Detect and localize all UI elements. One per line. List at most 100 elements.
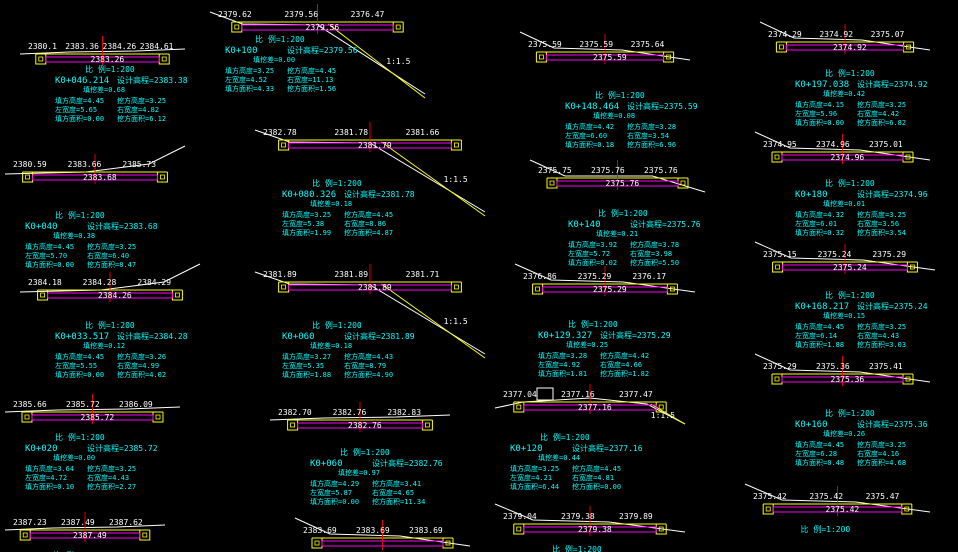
fill-height-label: 填方高度=4.45 xyxy=(795,440,844,449)
left-ditch-inner xyxy=(314,540,320,546)
ground-elevation-label: 2375.64 xyxy=(631,40,665,49)
fill-area-label: 填方面积=0.10 xyxy=(25,482,74,491)
right-ditch-inner xyxy=(424,422,430,428)
right-width-label: 右宽度=6.40 xyxy=(87,251,129,260)
fill-height-label: 填方高度=4.29 xyxy=(310,479,359,488)
left-ditch-inner xyxy=(38,56,44,62)
ground-elevation-label: 2381.89 xyxy=(334,270,368,279)
left-width-label: 左宽度=5.72 xyxy=(568,249,610,258)
design-elevation-label: 设计高程=2375.59 xyxy=(627,101,698,111)
scale-label: 比 例=1:200 xyxy=(825,178,875,188)
cut-height-label: 挖方高度=3.25 xyxy=(857,210,906,219)
fill-area-label: 填方面积=0.00 xyxy=(55,370,104,379)
design-elevation-label: 设计高程=2383.38 xyxy=(117,75,188,85)
left-ditch-inner xyxy=(290,422,296,428)
ground-elevation-label: 2384.26 xyxy=(103,42,137,51)
elevation-diff-label: 填挖差=0.15 xyxy=(823,311,865,320)
ground-elevation-label: 2375.29 xyxy=(763,362,797,371)
cut-area-label: 挖方面积=6.82 xyxy=(857,118,906,127)
right-width-label: 右宽度=4.65 xyxy=(372,488,414,497)
ground-elevation-label: 2374.29 xyxy=(768,30,802,39)
ground-elevation-label: 2375.01 xyxy=(869,140,903,149)
elevation-diff-label: 填挖差=0.08 xyxy=(593,111,635,120)
right-width-label: 右宽度=4.43 xyxy=(857,331,899,340)
fill-height-label: 填方高度=4.42 xyxy=(565,122,614,131)
ground-elevation-label: 2376.86 xyxy=(523,272,557,281)
cut-height-label: 挖方高度=4.43 xyxy=(344,352,393,361)
scale-label: 比 例=1:200 xyxy=(85,320,135,330)
ground-elevation-label: 2375.42 xyxy=(753,492,787,501)
left-ditch-inner xyxy=(539,54,544,60)
left-width-label: 左宽度=6.60 xyxy=(565,131,607,140)
cut-area-label: 挖方面积=0.00 xyxy=(572,482,621,491)
fill-area-label: 填方面积=0.00 xyxy=(25,260,74,269)
center-elevation-label: 2379.38 xyxy=(578,525,612,534)
right-ditch-inner xyxy=(395,24,401,30)
ground-elevation-label: 2384.61 xyxy=(140,42,174,51)
ground-elevation-label: 2381.78 xyxy=(334,128,368,137)
ground-elevation-label: 2383.36 xyxy=(65,42,99,51)
scale-label: 比 例=1:200 xyxy=(598,208,648,218)
ground-elevation-label: 2374.96 xyxy=(816,140,850,149)
cut-area-label: 挖方面积=2.27 xyxy=(87,482,136,491)
design-elevation-label: 设计高程=2375.24 xyxy=(857,301,928,311)
ground-line xyxy=(254,271,486,355)
right-ditch-inner xyxy=(905,154,911,160)
left-width-label: 左宽度=6.14 xyxy=(795,331,837,340)
ground-elevation-label: 2375.07 xyxy=(871,30,905,39)
left-ditch-inner xyxy=(774,376,780,382)
right-width-label: 右宽度=3.98 xyxy=(630,249,672,258)
station-label: K0+140 xyxy=(568,220,601,230)
right-ditch-inner xyxy=(445,540,451,546)
station-label: K0+100 xyxy=(225,46,258,56)
fill-height-label: 填方高度=4.45 xyxy=(25,242,74,251)
center-elevation-label: 2375.24 xyxy=(833,263,867,272)
design-elevation-label: 设计高程=2374.92 xyxy=(857,79,928,89)
cut-area-label: 挖方面积=1.56 xyxy=(287,84,336,93)
fill-area-label: 填方面积=6.44 xyxy=(510,482,559,491)
fill-area-label: 填方面积=4.33 xyxy=(225,84,274,93)
ground-elevation-label: 2382.70 xyxy=(278,408,312,417)
ground-elevation-label: 2377.16 xyxy=(561,390,595,399)
ground-elevation-label: 2375.59 xyxy=(579,40,613,49)
cut-height-label: 挖方高度=4.45 xyxy=(572,464,621,473)
cut-area-label: 挖方面积=4.02 xyxy=(117,370,166,379)
cut-height-label: 挖方高度=3.28 xyxy=(627,122,676,131)
right-width-label: 右宽度=3.54 xyxy=(627,131,669,140)
station-label: K0+033.517 xyxy=(55,332,109,342)
station-label: K0+060 xyxy=(310,459,343,469)
center-elevation-label: 2384.26 xyxy=(98,291,132,300)
right-ditch-inner xyxy=(680,180,686,186)
scale-label: 比 例=1:200 xyxy=(825,68,875,78)
center-elevation-label: 2375.59 xyxy=(593,53,627,62)
elevation-diff-label: 填挖差=0.00 xyxy=(53,453,95,462)
ground-elevation-label: 2375.29 xyxy=(578,272,612,281)
center-elevation-label: 2375.29 xyxy=(593,285,627,294)
ground-elevation-label: 2381.71 xyxy=(406,270,440,279)
slope-ratio-label: 1:1.5 xyxy=(444,175,468,184)
cut-height-label: 挖方高度=3.25 xyxy=(87,464,136,473)
fill-area-label: 填方面积=0.00 xyxy=(795,118,844,127)
cut-height-label: 挖方高度=3.25 xyxy=(857,440,906,449)
center-elevation-label: 2382.76 xyxy=(348,421,382,430)
fill-area-label: 填方面积=1.99 xyxy=(282,228,331,237)
ground-elevation-label: 2384.28 xyxy=(83,278,117,287)
design-elevation-label: 设计高程=2381.78 xyxy=(344,189,415,199)
cut-height-label: 挖方高度=3.41 xyxy=(372,479,421,488)
center-elevation-label: 2383.68 xyxy=(83,173,117,182)
center-elevation-label: 2381.79 xyxy=(358,141,392,150)
cut-height-label: 挖方高度=3.25 xyxy=(857,322,906,331)
design-elevation-label: 设计高程=2382.76 xyxy=(372,458,443,468)
